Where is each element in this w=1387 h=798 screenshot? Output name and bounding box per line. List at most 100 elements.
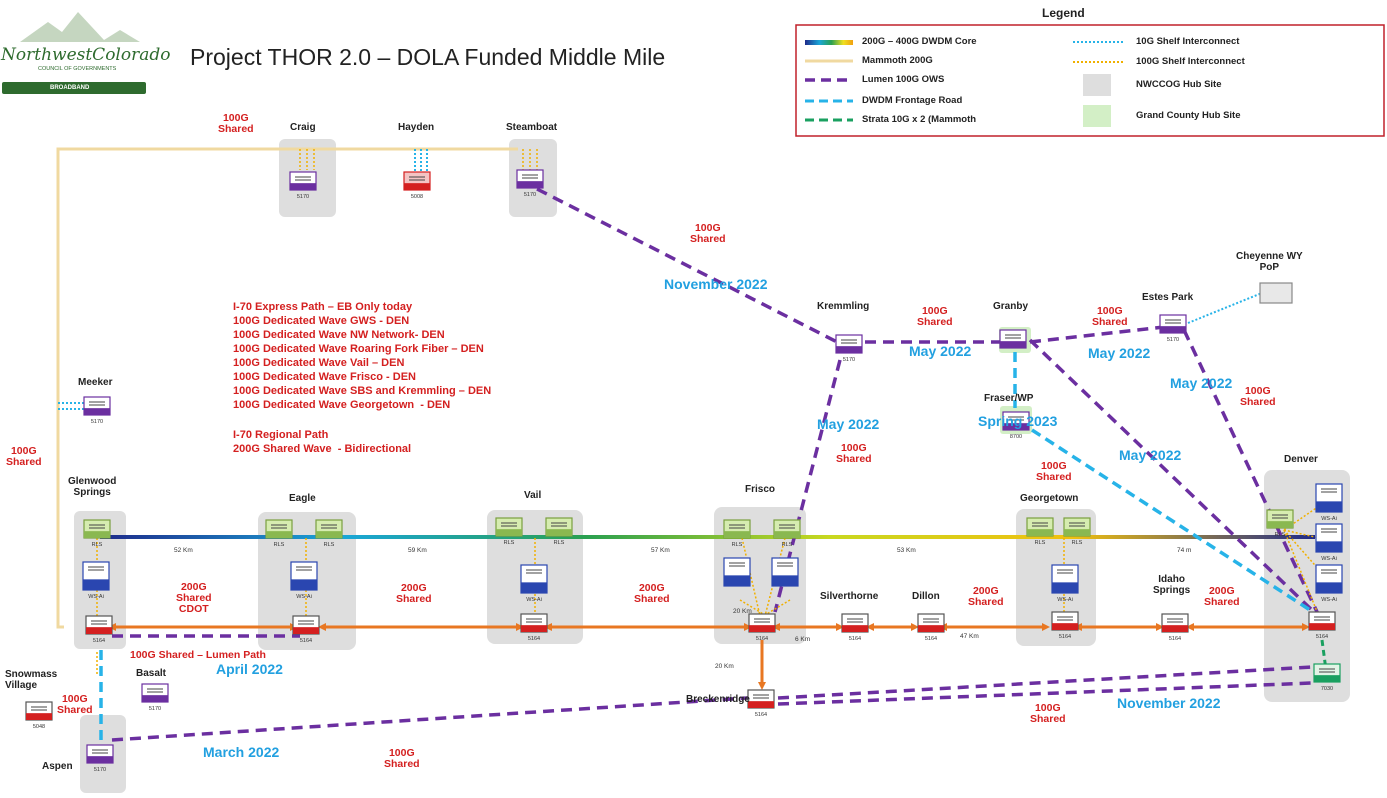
- craig-router-icon: [289, 171, 317, 191]
- dist-frisco-breck: 20 Km: [715, 663, 734, 670]
- steamboat-router-icon: [516, 169, 544, 189]
- cap-steamboat-kremmling: 100G Shared: [690, 222, 726, 246]
- glenwood-wsai-icon: [82, 561, 110, 591]
- eagle-router-code: 5164: [300, 638, 312, 644]
- cap-breck-denver: 100G Shared: [1030, 702, 1066, 726]
- site-meeker: Meeker: [78, 377, 113, 388]
- notes-line-4: 100G Dedicated Wave Vail – DEN: [233, 357, 405, 369]
- cap-vail-frisco: 200G Shared: [634, 582, 670, 606]
- silverthorne-router-icon: [841, 613, 869, 633]
- frisco-rls-1-icon: [723, 519, 751, 539]
- date-may-ge: May 2022: [1088, 345, 1151, 361]
- site-cheyenne: Cheyenne WY PoP: [1236, 251, 1303, 273]
- kremmling-router-icon: [835, 334, 863, 354]
- date-spring: Spring 2023: [978, 413, 1058, 429]
- cap-dillon-georgetown: 200G Shared: [968, 585, 1004, 609]
- glenwood-router-icon: [85, 615, 113, 635]
- snowmass-router-code: 5048: [33, 724, 45, 730]
- georgetown-wsai-code: WS-Ai: [1057, 597, 1073, 603]
- site-dillon: Dillon: [912, 591, 940, 602]
- cap-glenwood-eagle: 200G Shared CDOT: [176, 581, 212, 616]
- denver-wsai-1-code: WS-Ai: [1321, 516, 1337, 522]
- georgetown-rls-2-icon: [1063, 517, 1091, 537]
- cap-left-side: 100G Shared: [6, 445, 42, 469]
- vail-rls-1-icon: [495, 517, 523, 537]
- dist-frisco-georgetown: 53 Km: [897, 547, 916, 554]
- estes-router-icon: [1159, 314, 1187, 334]
- eagle-rls-2-code: RLS: [324, 542, 335, 548]
- legend: [795, 24, 1385, 137]
- snowmass-router-icon: [25, 701, 53, 721]
- denver-router-icon: [1308, 611, 1336, 631]
- notes-line-1: 100G Dedicated Wave GWS - DEN: [233, 315, 410, 327]
- logo: [2, 12, 146, 94]
- vail-router-icon: [520, 613, 548, 633]
- glenwood-rls-icon: [83, 519, 111, 539]
- date-may-fraser: May 2022: [1119, 447, 1182, 463]
- basalt-router-icon: [141, 683, 169, 703]
- date-nov-bottom: November 2022: [1117, 695, 1221, 711]
- fraser-router-code: 8700: [1010, 434, 1022, 440]
- notes-line-2: 100G Dedicated Wave NW Network- DEN: [233, 329, 445, 341]
- cap-aspen-left: 100G Shared: [57, 693, 93, 717]
- denver-wsai-1-icon: [1315, 483, 1343, 513]
- basalt-router-code: 5170: [149, 706, 161, 712]
- hayden-router-code: 5008: [411, 194, 423, 200]
- site-craig: Craig: [290, 122, 316, 133]
- dist-frisco-silver: 6 Km: [795, 636, 811, 643]
- notes-line-5: 100G Dedicated Wave Frisco - DEN: [233, 371, 416, 383]
- fraser-router-icon: [1002, 411, 1030, 431]
- legend-item-nwccog: NWCCOG Hub Site: [1136, 79, 1222, 90]
- denver-rls-icon: [1266, 509, 1294, 529]
- page-title: Project THOR 2.0 – DOLA Funded Middle Mi…: [190, 44, 666, 70]
- cap-georgetown-top: 100G Shared: [1036, 460, 1072, 484]
- glenwood-wsai-code: WS-Ai: [88, 594, 104, 600]
- cap-idaho-denver: 200G Shared: [1204, 585, 1240, 609]
- frontage-road: [99, 352, 1311, 745]
- frisco-router-code: 5164: [756, 636, 768, 642]
- denver-strata-icon: [1313, 663, 1341, 683]
- breckenridge-router-code: 5164: [755, 712, 767, 718]
- site-georgetown: Georgetown: [1020, 493, 1079, 504]
- site-snowmass: Snowmass Village: [5, 669, 58, 691]
- vail-router-code: 5164: [528, 636, 540, 642]
- denver-wsai-3-icon: [1315, 564, 1343, 594]
- silverthorne-router-code: 5164: [849, 636, 861, 642]
- cap-granby-estes: 100G Shared: [1092, 305, 1128, 329]
- georgetown-rls-2-code: RLS: [1072, 540, 1083, 546]
- regional-path: [108, 623, 1310, 690]
- meeker-router-icon: [83, 396, 111, 416]
- dillon-router-icon: [917, 613, 945, 633]
- georgetown-rls-1-code: RLS: [1035, 540, 1046, 546]
- notes-line-7: 100G Dedicated Wave Georgetown - DEN: [233, 399, 451, 411]
- georgetown-wsai-icon: [1051, 564, 1079, 594]
- notes-line-9: I-70 Regional Path: [233, 429, 329, 441]
- dist-georgetown-denver: 74 m: [1177, 547, 1192, 554]
- granby-router-icon: [999, 329, 1027, 349]
- site-granby: Granby: [993, 301, 1029, 312]
- eagle-rls-2-icon: [315, 519, 343, 539]
- site-aspen: Aspen: [42, 761, 73, 772]
- vail-rls-1-code: RLS: [504, 540, 515, 546]
- glenwood-rls-code: RLS: [92, 542, 103, 548]
- legend-item-100g-shelf: 100G Shelf Interconnect: [1136, 56, 1245, 67]
- denver-strata-code: 7030: [1321, 686, 1333, 692]
- frisco-rls-1-code: RLS: [732, 542, 743, 548]
- aspen-router-code: 5170: [94, 767, 106, 773]
- dist-eagle-vail: 59 Km: [408, 547, 427, 554]
- cap-lumen-path: 100G Shared – Lumen Path: [130, 649, 266, 661]
- dist-glenwood-eagle: 52 Km: [174, 547, 193, 554]
- frisco-router-icon: [748, 613, 776, 633]
- eagle-wsai-icon: [290, 561, 318, 591]
- site-frisco: Frisco: [745, 484, 776, 495]
- site-estes: Estes Park: [1142, 292, 1194, 303]
- date-may-estes: May 2022: [1170, 375, 1233, 391]
- shelf-10g: [58, 149, 1263, 410]
- mammoth-path: [56, 147, 518, 629]
- site-steamboat: Steamboat: [506, 122, 558, 133]
- dillon-router-code: 5164: [925, 636, 937, 642]
- date-nov-top: November 2022: [664, 276, 768, 292]
- dist-dillon-georgetown: 47 Km: [960, 633, 979, 640]
